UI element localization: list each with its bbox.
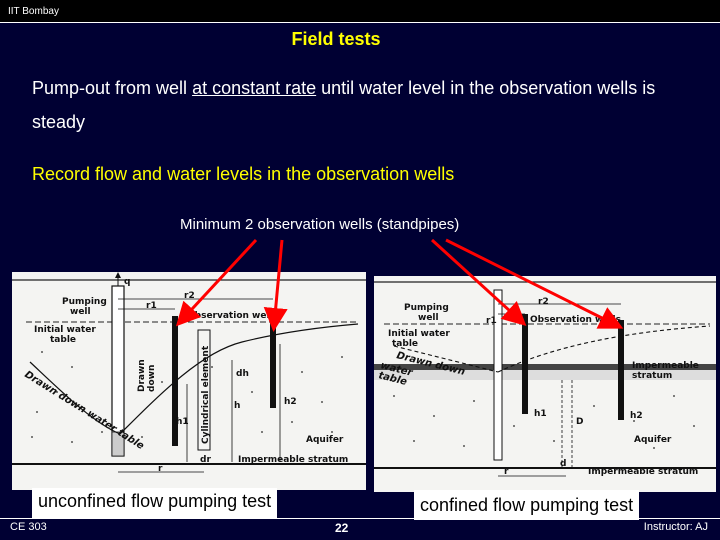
bullet-pump-out: Pump-out from well at constant rate unti… [32,71,692,139]
bullet-record-flow: Record flow and water levels in the obse… [32,164,455,184]
label-aquifer: Aquifer [634,435,672,445]
label-r2: r2 [184,291,195,301]
unconfined-test-diagram: q Pumping well r2 r1 Observation wells I… [12,272,366,490]
instructor-label: Instructor: AJ [643,521,708,533]
confined-diagram-drawing: Pumping well r2 r1 Observation wells Ini… [374,276,716,492]
label-initial-water-table-2: table [50,335,76,345]
institution-label: IIT Bombay [8,6,59,17]
label-h1: h1 [176,417,189,427]
label-r1: r1 [486,316,497,326]
label-d-lower: d [560,459,566,469]
aquifer-dots [393,395,695,449]
label-initial-water-table-2: table [392,339,418,349]
bullet-pump-out-underline: at constant rate [192,78,317,98]
label-r2: r2 [538,297,549,307]
label-q: q [124,277,130,287]
header-bar: IIT Bombay [0,0,720,22]
label-r: r [504,467,509,477]
course-code: CE 303 [10,521,47,533]
label-r: r [158,464,163,474]
label-r1: r1 [146,301,157,311]
unconfined-caption: unconfined flow pumping test [32,488,278,518]
label-observation-wells: Observation wells [530,315,621,325]
bullet-pump-out-post: until water level in the observation wel… [32,78,656,132]
page-number: 22 [335,521,349,535]
label-impermeable-stratum-top-2: stratum [632,371,672,381]
label-h: h [234,401,240,411]
confined-caption: confined flow pumping test [414,490,640,520]
header-divider [0,22,720,23]
footer-divider [0,518,720,519]
observation-wells-caption: Minimum 2 observation wells (standpipes) [180,216,460,233]
label-impermeable-stratum-top: Impermeable [632,361,699,371]
label-h1: h1 [534,409,547,419]
label-h2: h2 [630,411,643,421]
label-initial-water-table: Initial water [388,329,450,339]
bullet-pump-out-pre: Pump-out from well [32,78,193,98]
label-drawn-down: Drawn [137,359,147,392]
label-impermeable-stratum-bottom: Impermeable stratum [588,467,698,477]
unconfined-diagram-drawing: q Pumping well r2 r1 Observation wells I… [12,272,366,490]
slide-title: Field tests [291,29,381,49]
label-initial-water-table: Initial water [34,325,96,335]
label-pumping-well-2: well [70,307,91,317]
label-dh: dh [236,369,249,379]
label-impermeable-stratum: Impermeable stratum [238,455,348,465]
label-drawn-down-2: down [147,365,157,392]
label-h2: h2 [284,397,297,407]
label-cylindrical-element: Cylindrical element [201,345,211,444]
label-observation-wells: Observation wells [187,311,278,321]
label-aquifer: Aquifer [306,435,344,445]
label-dr: dr [200,455,211,465]
label-d-upper: D [576,417,583,427]
label-pumping-well-2: well [418,313,439,323]
confined-test-diagram: Pumping well r2 r1 Observation wells Ini… [374,276,716,492]
label-pumping-well: Pumping [62,297,107,307]
label-pumping-well: Pumping [404,303,449,313]
